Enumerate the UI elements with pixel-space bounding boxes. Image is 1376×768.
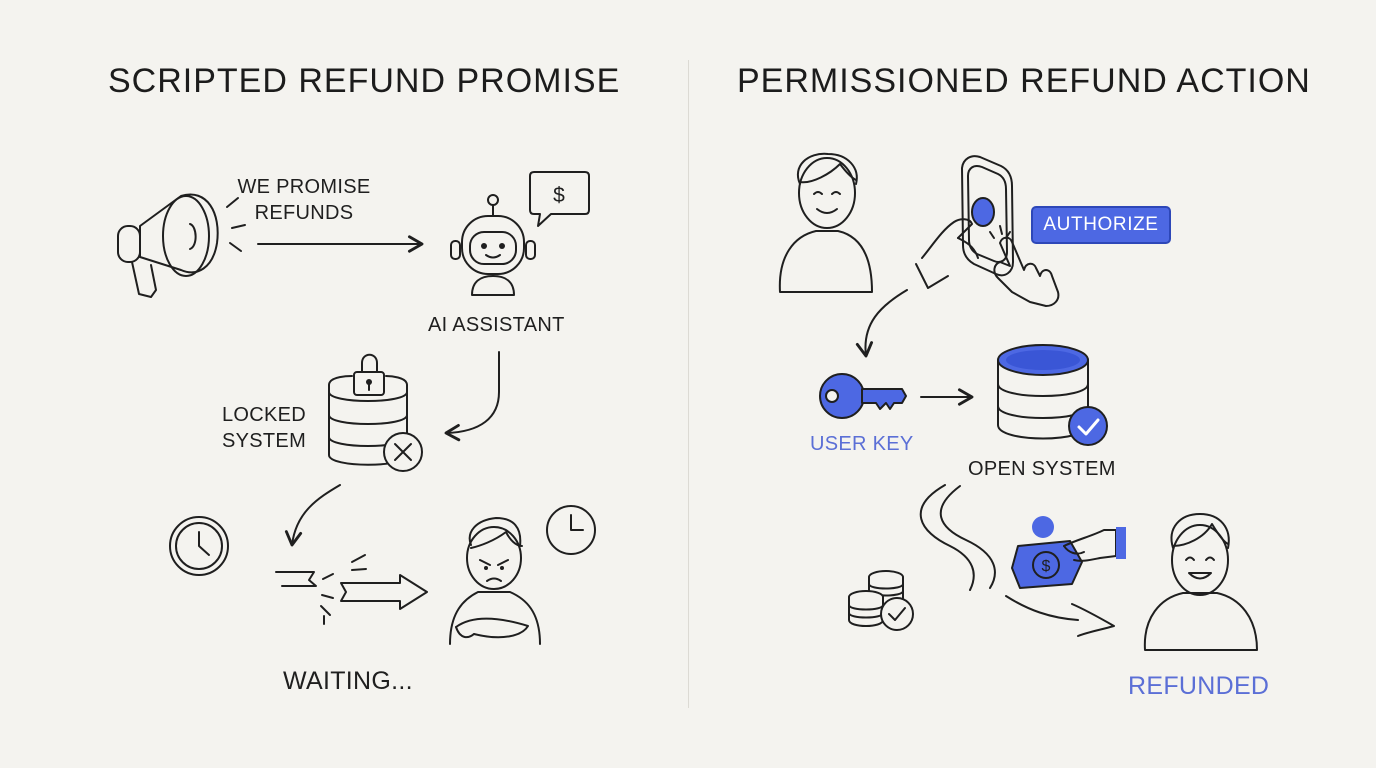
- broken-arrow-icon: [275, 554, 428, 625]
- person-to-key-arrow: [855, 289, 908, 358]
- clock-icon-left: [169, 516, 229, 576]
- curved-arrow-icon: [919, 484, 1115, 637]
- person-icon: [778, 152, 873, 293]
- coin-stack-icon: [848, 570, 914, 631]
- ai-assistant-label: AI ASSISTANT: [428, 314, 565, 336]
- waiting-label: WAITING...: [283, 667, 413, 695]
- panel-divider: [688, 60, 689, 708]
- money-hand-icon: $: [1011, 516, 1126, 589]
- authorize-button[interactable]: AUTHORIZE: [1031, 206, 1171, 244]
- open-system-label: OPEN SYSTEM: [968, 458, 1116, 480]
- ai-to-system-arrow: [444, 351, 500, 442]
- refunded-label: REFUNDED: [1128, 672, 1270, 700]
- locked-label-line1: LOCKED: [222, 404, 307, 426]
- locked-system-label: LOCKED SYSTEM: [222, 402, 306, 455]
- speech-bubble-dollar-icon: $: [529, 171, 590, 227]
- key-icon: [819, 373, 907, 419]
- locked-label-line2: SYSTEM: [222, 430, 307, 453]
- promise-label-line2: REFUNDS: [254, 202, 354, 225]
- system-to-waiting-arrow: [284, 484, 341, 547]
- locked-database-icon: [328, 353, 423, 472]
- angry-person-icon: [449, 517, 541, 645]
- money-dollar-symbol: $: [1042, 558, 1051, 575]
- left-panel-title: SCRIPTED REFUND PROMISE: [108, 62, 621, 100]
- phone-tap-icon: [915, 155, 1060, 307]
- user-key-label: USER KEY: [810, 433, 914, 455]
- right-panel-title: PERMISSIONED REFUND ACTION: [737, 62, 1311, 100]
- promise-label: WE PROMISE REFUNDS: [228, 174, 380, 227]
- megaphone-icon: [117, 193, 246, 298]
- promise-label-line1: WE PROMISE: [237, 176, 371, 198]
- robot-icon: [450, 194, 536, 296]
- happy-person-icon: [1143, 513, 1258, 651]
- check-badge-icon: [1068, 406, 1108, 446]
- clock-icon-right: [546, 505, 596, 555]
- bubble-dollar-symbol: $: [553, 184, 565, 207]
